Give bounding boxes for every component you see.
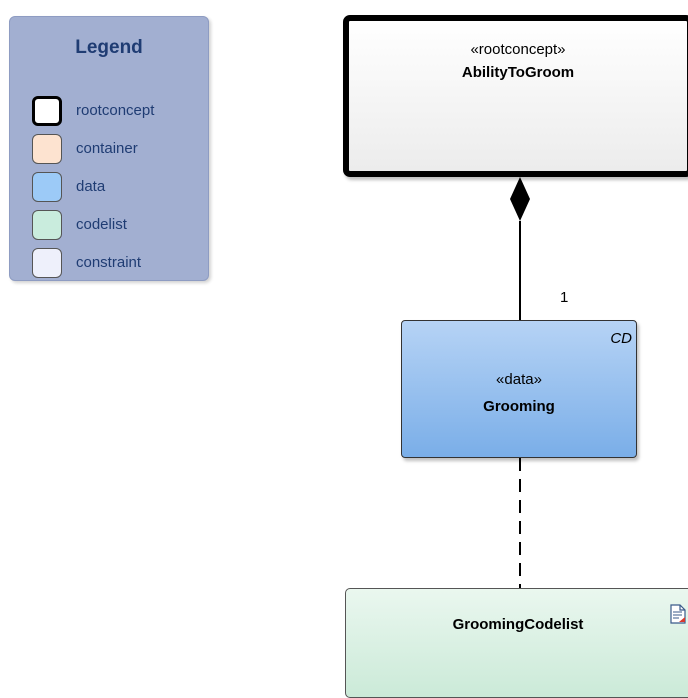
legend-panel: Legend rootconcept container data codeli… xyxy=(9,16,209,281)
root-class-name: AbilityToGroom xyxy=(461,64,575,81)
root-stereotype: «rootconcept» xyxy=(470,41,566,58)
data-class-grooming[interactable]: CD «data» Grooming xyxy=(401,320,637,458)
cd-tag: CD xyxy=(610,330,632,347)
data-stereotype: «data» xyxy=(496,371,542,388)
multiplicity-label: 1 xyxy=(560,289,569,306)
legend-label-codelist: codelist xyxy=(76,216,127,233)
document-icon xyxy=(670,604,686,624)
legend-swatch-rootconcept xyxy=(32,96,62,126)
legend-item-container: container xyxy=(32,134,202,166)
composition-diamond[interactable] xyxy=(510,177,530,221)
legend-swatch-data xyxy=(32,172,62,202)
rootconcept-class-ability-to-groom[interactable]: «rootconcept» AbilityToGroom xyxy=(343,15,688,177)
diagram-connectors xyxy=(510,177,530,588)
codelist-class-grooming-codelist[interactable]: GroomingCodelist xyxy=(345,588,688,698)
legend-label-data: data xyxy=(76,178,106,195)
data-class-name: Grooming xyxy=(483,398,555,415)
legend-swatch-container xyxy=(32,134,62,164)
legend-item-codelist: codelist xyxy=(32,210,202,242)
legend-swatch-codelist xyxy=(32,210,62,240)
legend-label-rootconcept: rootconcept xyxy=(76,102,155,119)
legend-item-constraint: constraint xyxy=(32,248,202,280)
legend-swatch-constraint xyxy=(32,248,62,278)
legend-label-constraint: constraint xyxy=(76,254,142,271)
legend-item-data: data xyxy=(32,172,202,204)
codelist-class-name: GroomingCodelist xyxy=(452,616,584,633)
legend-title: Legend xyxy=(75,37,143,58)
legend-item-rootconcept: rootconcept xyxy=(32,96,202,128)
legend-label-container: container xyxy=(76,140,138,157)
